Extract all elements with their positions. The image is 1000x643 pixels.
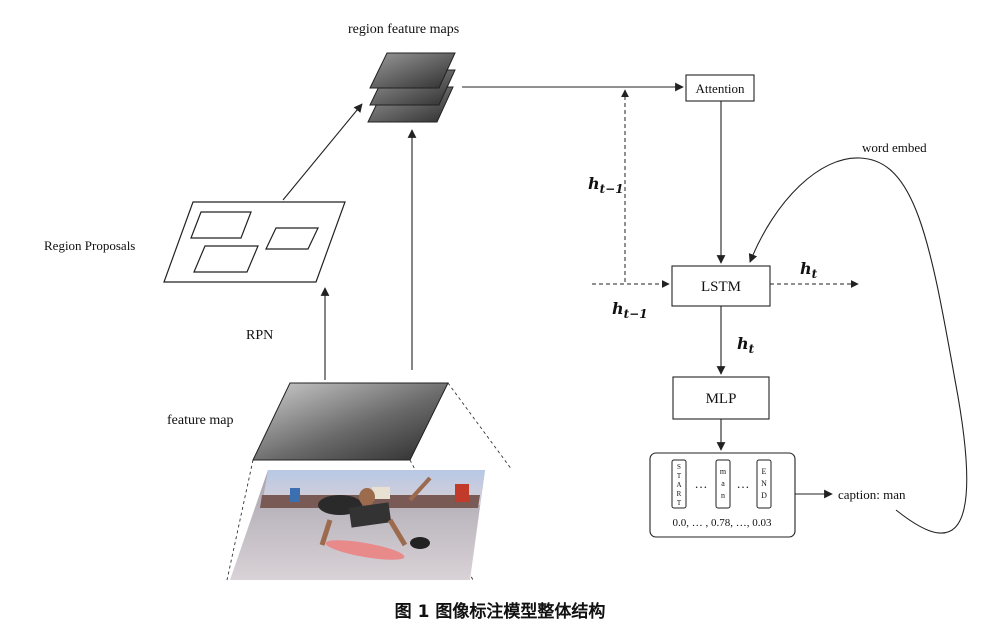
word-embed-label: word embed: [862, 140, 927, 155]
ht-label-right: ht: [800, 259, 818, 281]
probabilities-row: 0.0, … , 0.78, …, 0.03: [673, 517, 773, 529]
h-prev-label-lower: ht−1: [612, 299, 648, 321]
ellipsis-1: …: [695, 476, 708, 491]
svg-text:S: S: [677, 463, 681, 471]
region-feature-maps-label: region feature maps: [348, 22, 459, 37]
svg-text:T: T: [677, 472, 682, 480]
svg-text:A: A: [676, 481, 681, 489]
svg-text:D: D: [761, 491, 767, 500]
svg-text:m: m: [720, 467, 727, 476]
region-feature-maps-stack: [367, 52, 456, 123]
svg-text:a: a: [721, 479, 725, 488]
mlp-box: [672, 376, 770, 420]
proposals-to-regionmaps-arrow: [282, 103, 363, 201]
attention-box: [685, 74, 755, 102]
feature-map-plane: [252, 382, 449, 461]
svg-text:n: n: [721, 491, 725, 500]
token-start-letters: S T A R T: [676, 463, 681, 507]
region-proposals-panel: [163, 201, 346, 283]
region-proposals-label: Region Proposals: [44, 238, 135, 253]
svg-text:E: E: [762, 467, 767, 476]
mlp-label: MLP: [706, 391, 737, 407]
h-prev-label-upper: ht−1: [588, 174, 624, 196]
svg-text:R: R: [677, 490, 682, 498]
ht-label-down: ht: [737, 334, 755, 356]
figure-caption: 图 1 图像标注模型整体结构: [395, 601, 606, 622]
input-image: [230, 470, 485, 580]
svg-text:T: T: [677, 499, 682, 507]
attention-label: Attention: [695, 81, 745, 96]
word-embed-feedback-curve: [748, 157, 968, 534]
token-end-column: [756, 459, 772, 509]
token-man-column: [715, 459, 731, 509]
lstm-label: LSTM: [701, 279, 741, 295]
token-man-letters: m a n: [720, 467, 727, 500]
rpn-label: RPN: [246, 328, 273, 343]
token-end-letters: E N D: [761, 467, 767, 500]
svg-text:N: N: [761, 479, 767, 488]
caption-label: caption: man: [838, 487, 906, 502]
token-start-column: [671, 459, 687, 509]
feature-map-label: feature map: [167, 413, 233, 428]
ellipsis-2: …: [737, 476, 750, 491]
